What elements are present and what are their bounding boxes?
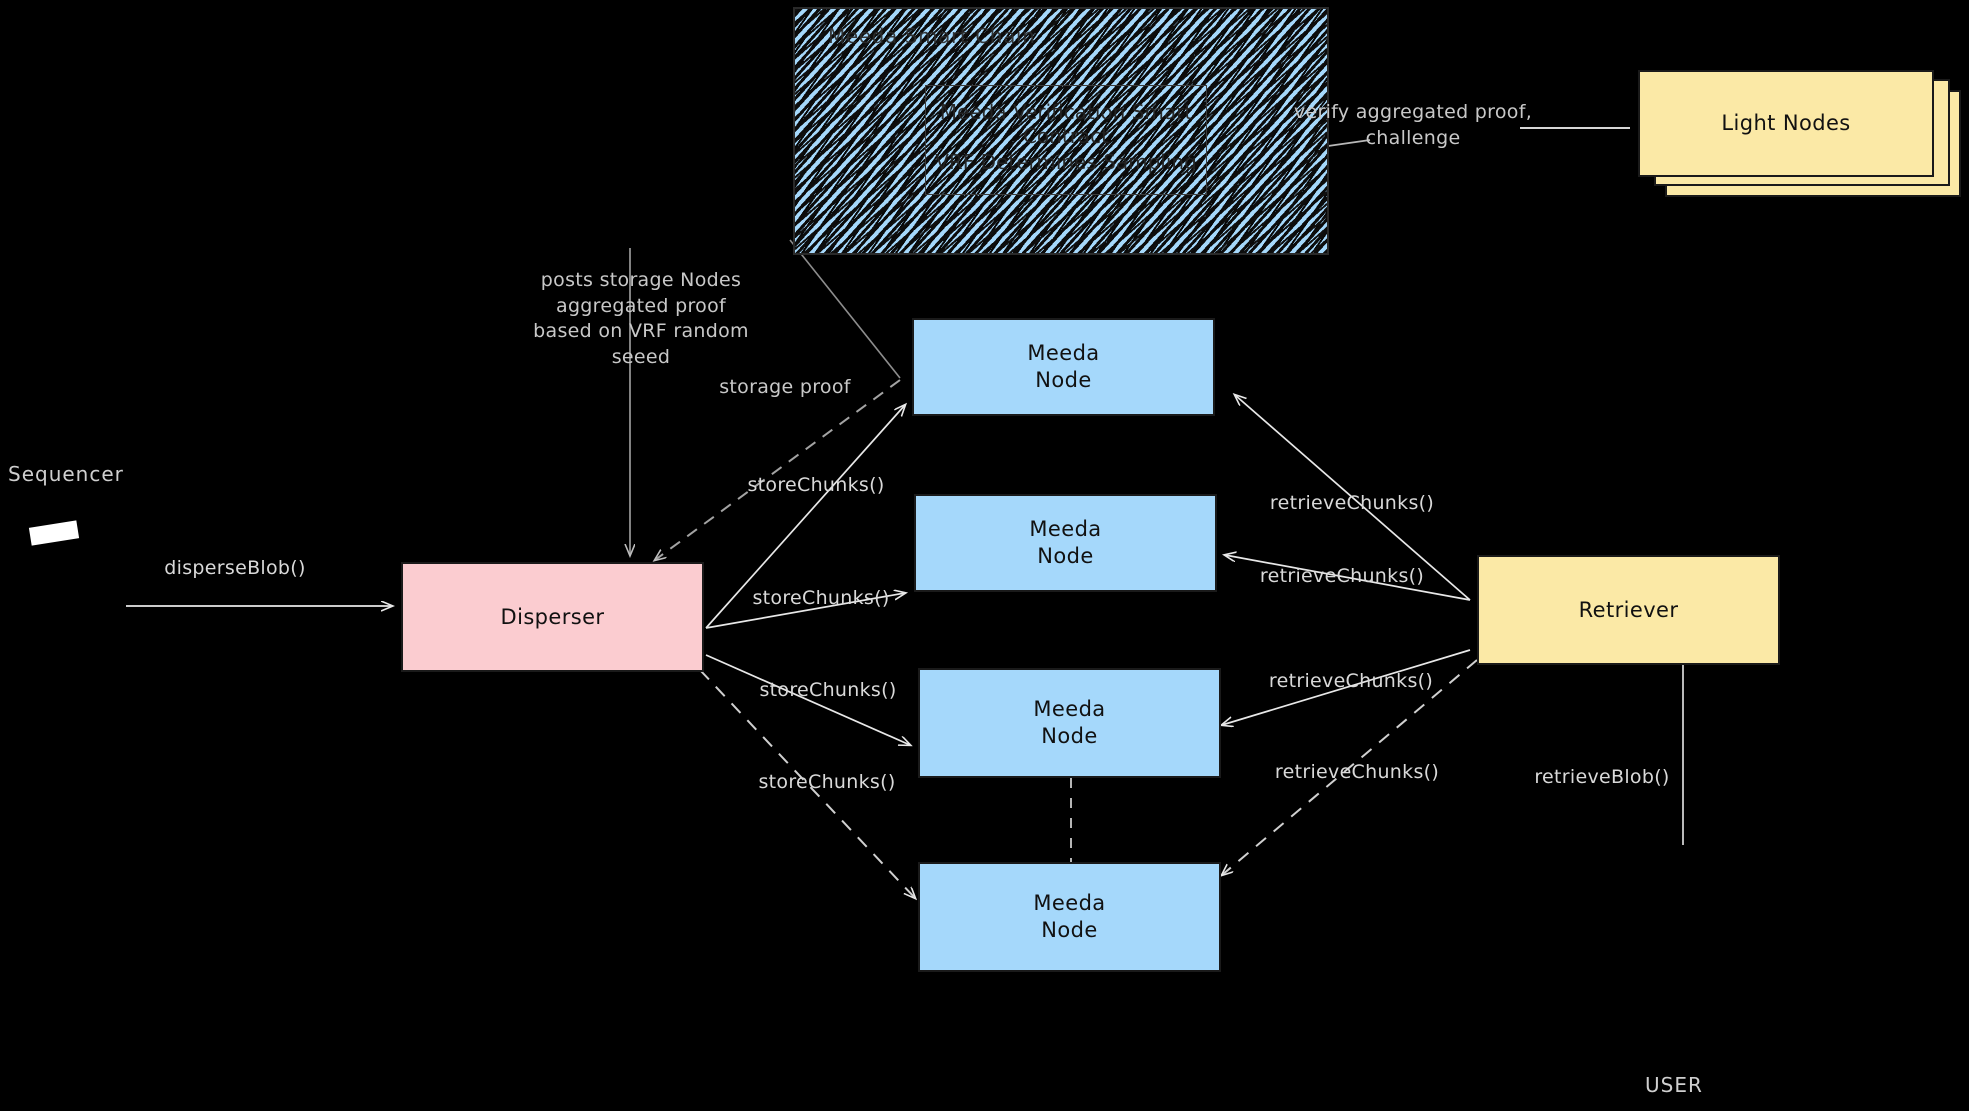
meeda-verification-contract-line1: Meeda Verification Smart (939, 100, 1193, 124)
meeda-verification-contract-line3: VRF Determines Sampling (935, 150, 1197, 174)
user-label: USER (1645, 1073, 1703, 1097)
meeda-node-3-label: Meeda Node (1033, 697, 1106, 748)
retriever-label: Retriever (1578, 597, 1679, 622)
meeda-node-4-label: Meeda Node (1033, 891, 1106, 942)
edge-label-posts-storage: posts storage Nodes aggregated proof bas… (533, 269, 749, 368)
edge-label-retrieve-blob: retrieveBlob() (1534, 766, 1670, 788)
edge-label-retrieve-chunks-2: retrieveChunks() (1259, 565, 1425, 587)
meeda-node-1[interactable]: Meeda Node (912, 318, 1215, 416)
meeda-node-2-label: Meeda Node (1029, 517, 1102, 568)
edge-label-store-chunks-3: storeChunks() (759, 679, 897, 701)
disperser-label: Disperser (500, 604, 605, 629)
edge-label-store-chunks-1: storeChunks() (747, 474, 885, 496)
edge-label-disperse-blob: disperseBlob() (164, 557, 306, 579)
meeda-node-1-label: Meeda Node (1027, 341, 1100, 392)
meeda-smart-chain-box[interactable] (793, 7, 1329, 255)
edge-label-retrieve-chunks-1: retrieveChunks() (1269, 492, 1435, 514)
light-nodes-box[interactable]: Light Nodes (1638, 70, 1934, 177)
sequencer-label: Sequencer (8, 462, 124, 486)
edge-label-verify-challenge: verify aggregated proof, challenge (1293, 101, 1533, 149)
retriever-box[interactable]: Retriever (1477, 555, 1780, 665)
edge-label-retrieve-chunks-3: retrieveChunks() (1268, 670, 1434, 692)
sequencer-mark-icon (28, 520, 80, 546)
meeda-node-4[interactable]: Meeda Node (918, 862, 1221, 972)
disperser-box[interactable]: Disperser (401, 562, 704, 672)
meeda-verification-contract-box[interactable] (925, 85, 1207, 195)
edge-label-store-chunks-2: storeChunks() (752, 587, 890, 609)
meeda-verification-contract-line2: Contract (1022, 124, 1110, 148)
edge-label-retrieve-chunks-4: retrieveChunks() (1274, 761, 1440, 783)
meeda-node-3[interactable]: Meeda Node (918, 668, 1221, 778)
edge-label-store-chunks-4: storeChunks() (758, 771, 896, 793)
meeda-node-2[interactable]: Meeda Node (914, 494, 1217, 592)
light-nodes-label: Light Nodes (1721, 111, 1851, 136)
edge-label-storage-proof: storage proof (719, 376, 851, 398)
meeda-smart-chain-title: Meeda Smart Chain (828, 24, 1036, 48)
